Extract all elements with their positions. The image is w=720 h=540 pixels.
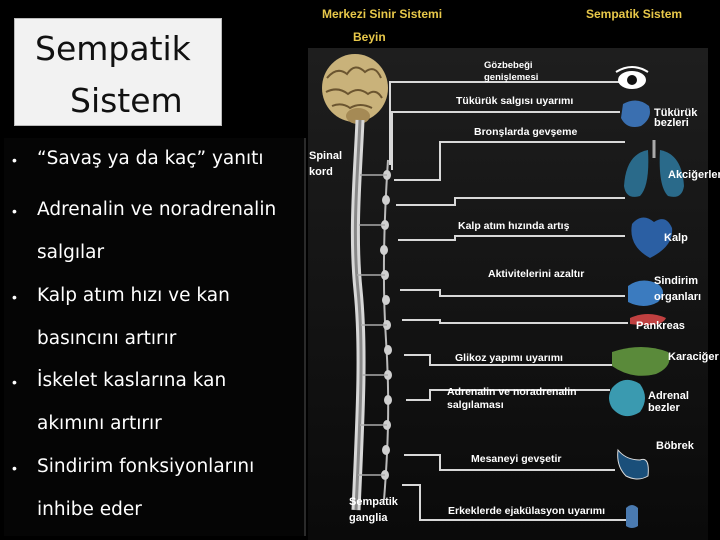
- kidney-icon: [617, 448, 649, 480]
- ganglia-label-1: Sempatik: [349, 496, 398, 508]
- organ-adrenal-2: bezler: [648, 402, 680, 414]
- effect-ejaculation: Erkeklerde ejakülasyon uyarımı: [448, 505, 606, 517]
- organ-pancreas: Pankreas: [636, 320, 685, 332]
- organ-kidney: Böbrek: [656, 440, 694, 452]
- bullet-2-line-1: Adrenalin ve noradrenalin: [37, 199, 277, 220]
- title-line-1: Sempatik: [35, 29, 191, 68]
- bullet-4-line-1: İskelet kaslarına kan: [37, 370, 227, 391]
- spinal-cord-core: [353, 119, 363, 511]
- eye-icon: [615, 66, 649, 89]
- adrenal-gland-icon: [609, 379, 645, 417]
- salivary-gland-icon: [621, 100, 650, 127]
- bullet-5-line-2: inhibe eder: [37, 499, 142, 520]
- effect-pupil-2: genişlemesi: [484, 72, 539, 83]
- bullet-dot: •: [12, 460, 17, 476]
- lungs-icon: [624, 140, 684, 197]
- organ-heart: Kalp: [664, 232, 688, 244]
- organ-liver: Karaciğer: [668, 351, 719, 363]
- organ-digestive-2: organları: [654, 291, 702, 303]
- effect-adrenal-2: salgılaması: [447, 399, 504, 411]
- ganglion-links: [357, 174, 388, 476]
- effect-adrenal-1: Adrenalin ve noradrenalin: [447, 386, 577, 398]
- organ-salivary-2: bezleri: [654, 117, 689, 129]
- spinal-cord-label-2: kord: [309, 166, 333, 178]
- bullet-4-line-2: akımını artırır: [37, 413, 162, 434]
- liver-icon: [612, 347, 670, 376]
- header-central-nervous-system: Merkezi Sinir Sistemi: [322, 7, 443, 21]
- header-sympathetic-system: Sempatik Sistem: [586, 7, 683, 21]
- bullet-5-line-1: Sindirim fonksiyonlarını: [37, 456, 255, 477]
- bullet-2-line-2: salgılar: [37, 242, 105, 263]
- effect-bronchi: Bronşlarda gevşeme: [474, 126, 578, 138]
- effect-digestion: Aktivitelerini azaltır: [488, 268, 585, 280]
- genital-organ-icon: [626, 505, 638, 528]
- digestive-organs-icon: [628, 280, 663, 306]
- effect-heart-rate: Kalp atım hızında artış: [458, 220, 570, 232]
- brain-icon: [322, 54, 388, 124]
- organ-digestive-1: Sindirim: [654, 275, 699, 287]
- pancreas-icon: [630, 314, 666, 326]
- ganglia-label-2: ganglia: [349, 512, 388, 524]
- heart-icon: [631, 217, 673, 258]
- brain-label: Beyin: [353, 30, 386, 44]
- bullet-1-line-1: “Savaş ya da kaç” yanıtı: [37, 148, 264, 169]
- bullet-3-line-2: basıncını artırır: [37, 328, 177, 349]
- effect-pupil-1: Gözbebeği: [484, 60, 533, 71]
- title-line-2: Sistem: [70, 81, 183, 120]
- organ-lungs: Akciğerler: [668, 169, 720, 181]
- bullet-3-line-1: Kalp atım hızı ve kan: [37, 285, 230, 306]
- bullet-dot: •: [12, 289, 17, 305]
- bullet-dot: •: [12, 203, 17, 219]
- bullet-panel: • “Savaş ya da kaç” yanıtı • Adrenalin v…: [4, 138, 306, 536]
- organ-salivary-1: Tükürük: [654, 107, 698, 119]
- effect-saliva: Tükürük salgısı uyarımı: [456, 95, 574, 107]
- spinal-cord-label-1: Spinal: [309, 150, 343, 162]
- effect-glucose: Glikoz yapımı uyarımı: [455, 352, 563, 364]
- organ-adrenal-1: Adrenal: [648, 390, 689, 402]
- nerve-pathways: [389, 81, 635, 521]
- bullet-dot: •: [12, 374, 17, 390]
- bullet-dot: •: [12, 152, 17, 168]
- effect-bladder: Mesaneyi gevşetir: [471, 453, 562, 465]
- title-box: Sempatik Sistem: [14, 18, 222, 126]
